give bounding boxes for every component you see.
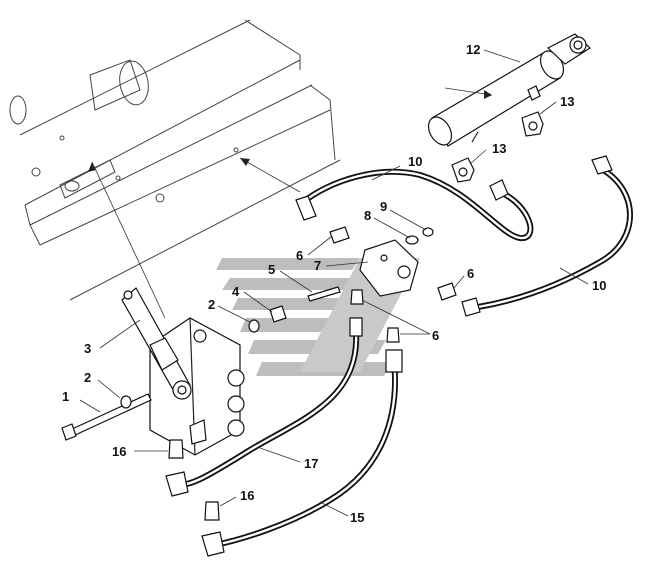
hose-10-right	[461, 155, 633, 317]
callout-6: 6	[432, 328, 439, 343]
callout-7: 7	[314, 258, 321, 273]
callout-16: 16	[240, 488, 254, 503]
callout-3: 3	[84, 341, 91, 356]
hose-15	[201, 349, 403, 557]
callout-12: 12	[466, 42, 480, 57]
callout-10: 10	[592, 278, 606, 293]
callout-17: 17	[304, 456, 318, 471]
fitting-16	[204, 501, 220, 521]
hose-17	[165, 317, 363, 497]
control-valve	[121, 287, 245, 456]
hose-10-upper	[295, 168, 534, 241]
washer	[405, 235, 419, 245]
elbow-fitting	[451, 157, 475, 183]
adapter-fitting	[350, 289, 364, 305]
adapter-fitting	[386, 327, 400, 343]
nut-4	[269, 305, 287, 323]
washer	[120, 395, 132, 409]
callout-13: 13	[492, 141, 506, 156]
callout-1: 1	[62, 389, 69, 404]
elbow-fitting	[521, 111, 544, 137]
callout-8: 8	[364, 208, 371, 223]
callout-5: 5	[268, 262, 275, 277]
adapter-fitting	[437, 282, 457, 301]
callout-2: 2	[84, 370, 91, 385]
washer	[248, 319, 260, 333]
callout-6: 6	[296, 248, 303, 263]
callout-15: 15	[350, 510, 364, 525]
hydraulic-cylinder	[427, 33, 591, 147]
machine-frame	[9, 19, 341, 319]
leader-lines	[79, 49, 589, 517]
callout-16: 16	[112, 444, 126, 459]
callout-9: 9	[380, 199, 387, 214]
manifold-block	[359, 239, 419, 297]
bolt-1	[61, 393, 152, 441]
callout-13: 13	[560, 94, 574, 109]
callout-10: 10	[408, 154, 422, 169]
fitting-16	[168, 439, 184, 459]
callout-4: 4	[232, 284, 240, 299]
callout-6: 6	[467, 266, 474, 281]
callout-2: 2	[208, 297, 215, 312]
bolt-5	[307, 286, 341, 302]
adapter-fitting	[329, 226, 350, 244]
